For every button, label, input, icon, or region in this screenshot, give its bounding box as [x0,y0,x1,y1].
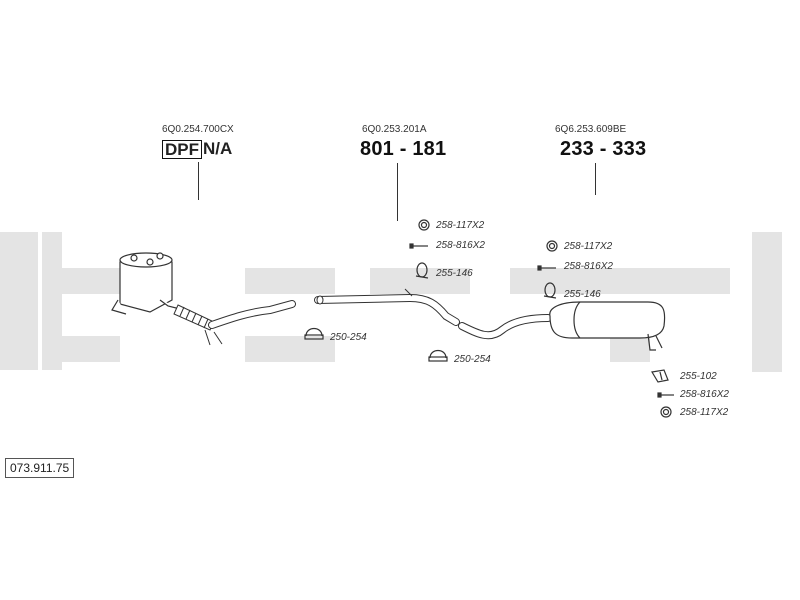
dpf-label: DPF [162,139,202,159]
ring-icon [418,219,430,231]
hanger-icon [651,369,669,383]
rear-ring-label: 258-117X2 [564,241,613,252]
rear-muffler [549,301,666,351]
tail-ring-label: 258-117X2 [680,407,729,418]
middle-oem-number: 6Q0.253.201A [362,124,427,135]
middle-part-number: 801 - 181 [360,138,447,160]
watermark-block [245,336,335,362]
hanger-icon [543,282,557,299]
dpf-part-heading: DPF N/A [162,139,232,159]
hanger-icon [415,262,429,279]
flex-pipe [173,304,215,331]
bolt-icon [409,243,428,249]
ring-icon [546,240,558,252]
front-clamp-label: 250-254 [330,332,367,343]
watermark-block [60,268,120,294]
tail-bolt-label: 258-816X2 [680,389,729,400]
bolt-icon [657,392,674,398]
middle-leader-line [397,163,398,221]
watermark-block [610,268,730,294]
watermark-block [370,268,470,294]
rear-part-number: 233 - 333 [560,138,647,160]
rear-oem-number: 6Q6.253.609BE [555,124,627,135]
watermark-block [0,232,38,370]
mid-bolt-label: 258-816X2 [436,240,485,251]
watermark-block [752,232,782,372]
dpf-unit [111,252,193,315]
middle-pipe [314,288,460,326]
clamp-icon [428,349,448,362]
catalog-number: 073.911.75 [5,458,75,478]
dpf-part-number: N/A [203,139,233,158]
mid-ring-label: 258-117X2 [436,220,485,231]
mid-hanger-label: 255-146 [436,268,473,279]
watermark-block [610,336,650,362]
ring-icon [660,406,672,418]
mid-clamp-label: 250-254 [454,354,491,365]
dpf-oem-number: 6Q0.254.700CX [162,124,234,135]
rear-bolt-label: 258-816X2 [564,261,613,272]
clamp-icon [304,327,324,340]
watermark-block [60,336,120,362]
rear-inlet-pipe [458,314,552,340]
watermark-block [245,268,335,294]
rear-hanger-label: 255-146 [564,289,601,300]
bolt-icon [537,265,556,271]
watermark-block [510,268,610,294]
watermark-block [42,232,62,370]
tail-hanger-label: 255-102 [680,371,717,382]
dpf-leader-line [198,162,199,200]
rear-leader-line [595,163,596,195]
